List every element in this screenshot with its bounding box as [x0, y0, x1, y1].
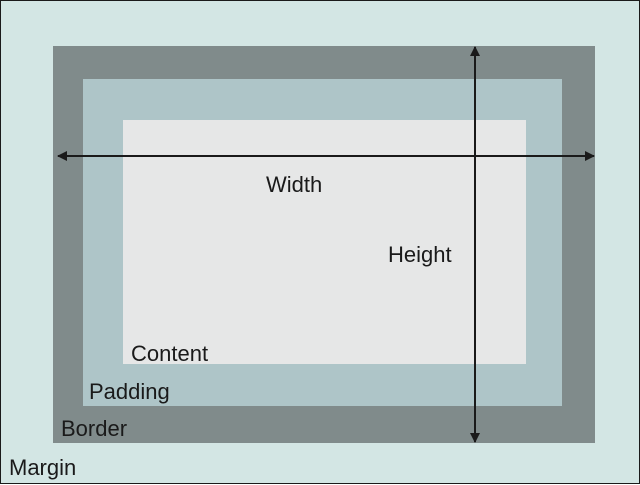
border-label: Border: [61, 416, 128, 441]
width-label: Width: [266, 172, 323, 197]
margin-label: Margin: [9, 455, 77, 480]
padding-label: Padding: [89, 379, 170, 404]
content-label: Content: [131, 341, 209, 366]
height-label: Height: [388, 242, 452, 267]
